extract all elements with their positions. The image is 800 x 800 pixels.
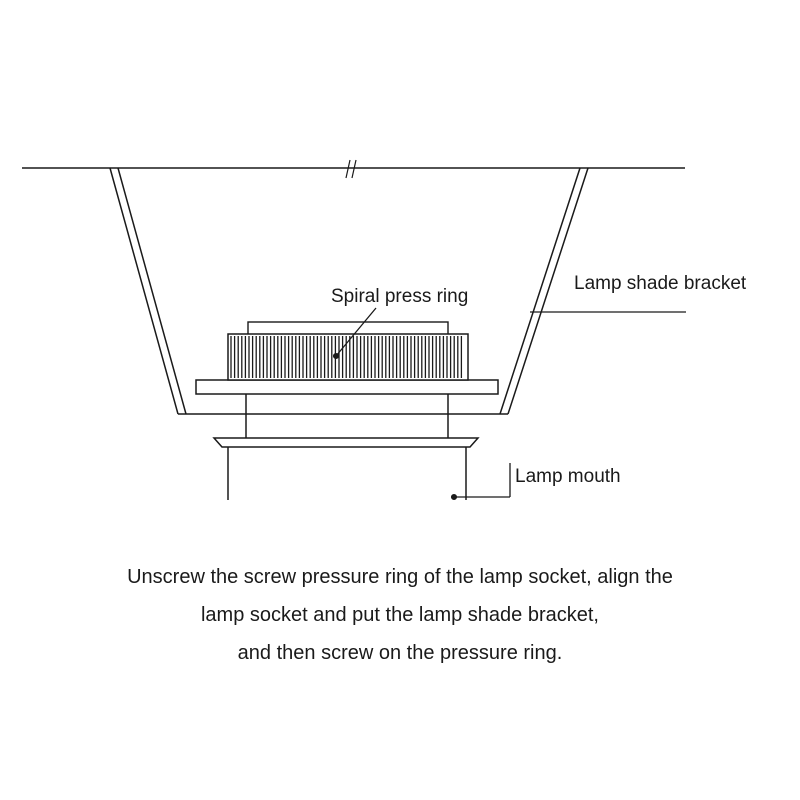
- lamp-mouth-body: [227, 447, 467, 500]
- caption-line-2: lamp socket and put the lamp shade brack…: [200, 604, 599, 626]
- lamp-mouth-leader: [450, 463, 511, 501]
- instruction-caption: Unscrew the screw pressure ring of the l…: [0, 558, 800, 672]
- ceiling-line: [22, 159, 685, 179]
- caption-line-3: and then screw on the pressure ring.: [237, 642, 563, 664]
- spiral-press-ring-leader: [332, 307, 377, 360]
- lamp-mouth-label: Lamp mouth: [515, 466, 621, 487]
- lamp-socket-neck: [245, 394, 449, 438]
- press-ring-base-plate: [195, 379, 499, 395]
- spiral-press-ring: [227, 321, 469, 381]
- lamp-shade-bracket: [109, 167, 589, 415]
- lamp-shade-bracket-label: Lamp shade bracket: [574, 273, 747, 294]
- spiral-press-ring-label: Spiral press ring: [331, 286, 468, 307]
- lamp-mouth-flange: [212, 437, 480, 448]
- caption-line-1: Unscrew the screw pressure ring of the l…: [127, 566, 673, 588]
